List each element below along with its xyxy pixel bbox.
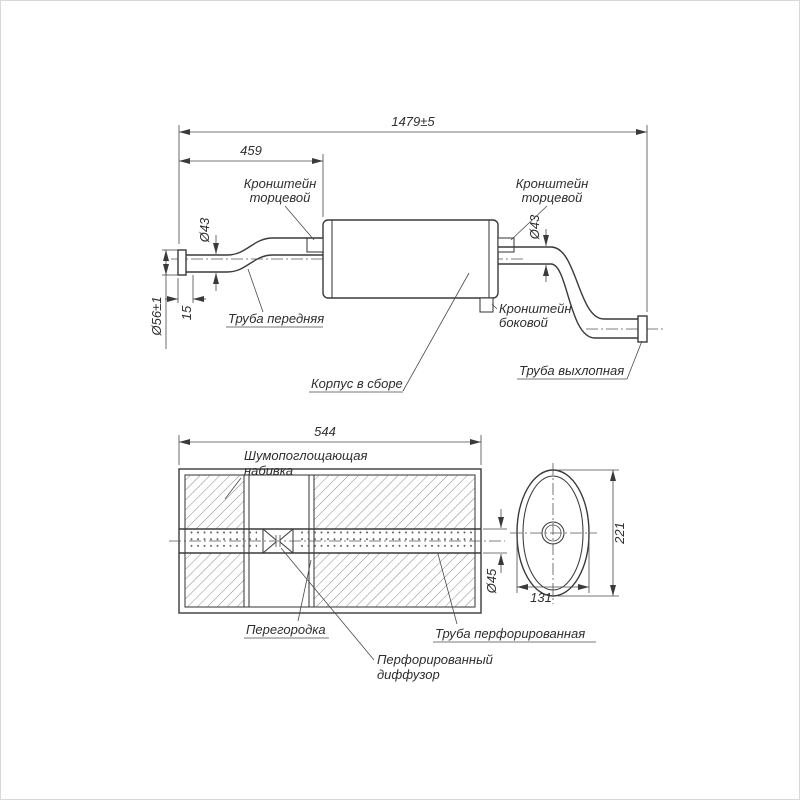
end-bracket-left: [306, 237, 324, 253]
dim-544: 544: [178, 424, 482, 465]
label-bracket-end-left: Кронштейн торцевой: [244, 176, 317, 241]
dim-overall-value: 1479±5: [391, 114, 435, 129]
dim-d56-value: Ø56±1: [149, 297, 164, 337]
top-view: 1479±5 459: [149, 114, 663, 393]
front-pipe-flange: [177, 249, 187, 276]
label-partition: Перегородка: [244, 559, 329, 639]
dim-221-value: 221: [612, 522, 627, 545]
dim-15-value: 15: [179, 305, 194, 320]
end-view: [510, 463, 597, 604]
label-perforated-pipe-text: Труба перфорированная: [435, 626, 585, 641]
dim-221: 221: [558, 469, 627, 597]
label-bracket-end-left-2: торцевой: [250, 190, 311, 205]
label-side-bracket-1: Кронштейн: [499, 301, 572, 316]
label-padding: Шумопоглощающая набивка: [224, 448, 367, 500]
label-bracket-end-right-1: Кронштейн: [516, 176, 589, 191]
label-bracket-end-right-2: торцевой: [522, 190, 583, 205]
muffler-body: [322, 219, 499, 299]
dim-d45: Ø45: [483, 509, 507, 594]
label-diffuser-1: Перфорированный: [377, 652, 493, 667]
dim-d56: Ø56±1: [149, 249, 178, 349]
section-view: 544 Ø45 221: [169, 424, 627, 682]
label-exhaust-pipe: Труба выхлопная: [517, 340, 643, 380]
dim-15: 15: [165, 275, 206, 320]
label-side-bracket-2: боковой: [499, 315, 548, 330]
diffuser: [262, 528, 294, 554]
front-pipe: [177, 237, 323, 276]
label-diffuser-2: диффузор: [377, 667, 440, 682]
dim-544-value: 544: [314, 424, 336, 439]
dim-459: 459: [179, 143, 324, 217]
label-body-text: Корпус в сборе: [311, 376, 403, 391]
exhaust-tip: [637, 315, 648, 343]
dim-d43-right-value: Ø43: [527, 214, 542, 240]
exhaust-pipe: [498, 246, 648, 343]
label-bracket-end-left-1: Кронштейн: [244, 176, 317, 191]
label-diffuser: Перфорированный диффузор: [280, 547, 493, 682]
dim-d43-left: Ø43: [197, 217, 219, 291]
label-bracket-end-right: Кронштейн торцевой: [510, 176, 589, 241]
dim-459-value: 459: [240, 143, 262, 158]
dim-131: 131: [516, 539, 590, 605]
label-body: Корпус в сборе: [309, 272, 470, 393]
padding-hatch: [185, 475, 475, 607]
label-perforated-pipe: Труба перфорированная: [433, 553, 596, 643]
label-partition-text: Перегородка: [246, 622, 326, 637]
label-padding-2: набивка: [244, 463, 293, 478]
label-padding-1: Шумопоглощающая: [244, 448, 367, 463]
dim-d43-right: Ø43: [527, 214, 549, 282]
dim-131-value: 131: [530, 590, 552, 605]
dim-d43-left-value: Ø43: [197, 217, 212, 243]
dim-d45-value: Ø45: [484, 568, 499, 594]
dim-overall: 1479±5: [178, 114, 648, 312]
label-side-bracket: Кронштейн боковой: [491, 301, 572, 330]
label-front-pipe-text: Труба передняя: [228, 311, 324, 326]
side-bracket: [479, 297, 494, 313]
label-exhaust-pipe-text: Труба выхлопная: [519, 363, 624, 378]
end-bracket-right: [497, 237, 515, 253]
label-front-pipe: Труба передняя: [226, 268, 324, 328]
